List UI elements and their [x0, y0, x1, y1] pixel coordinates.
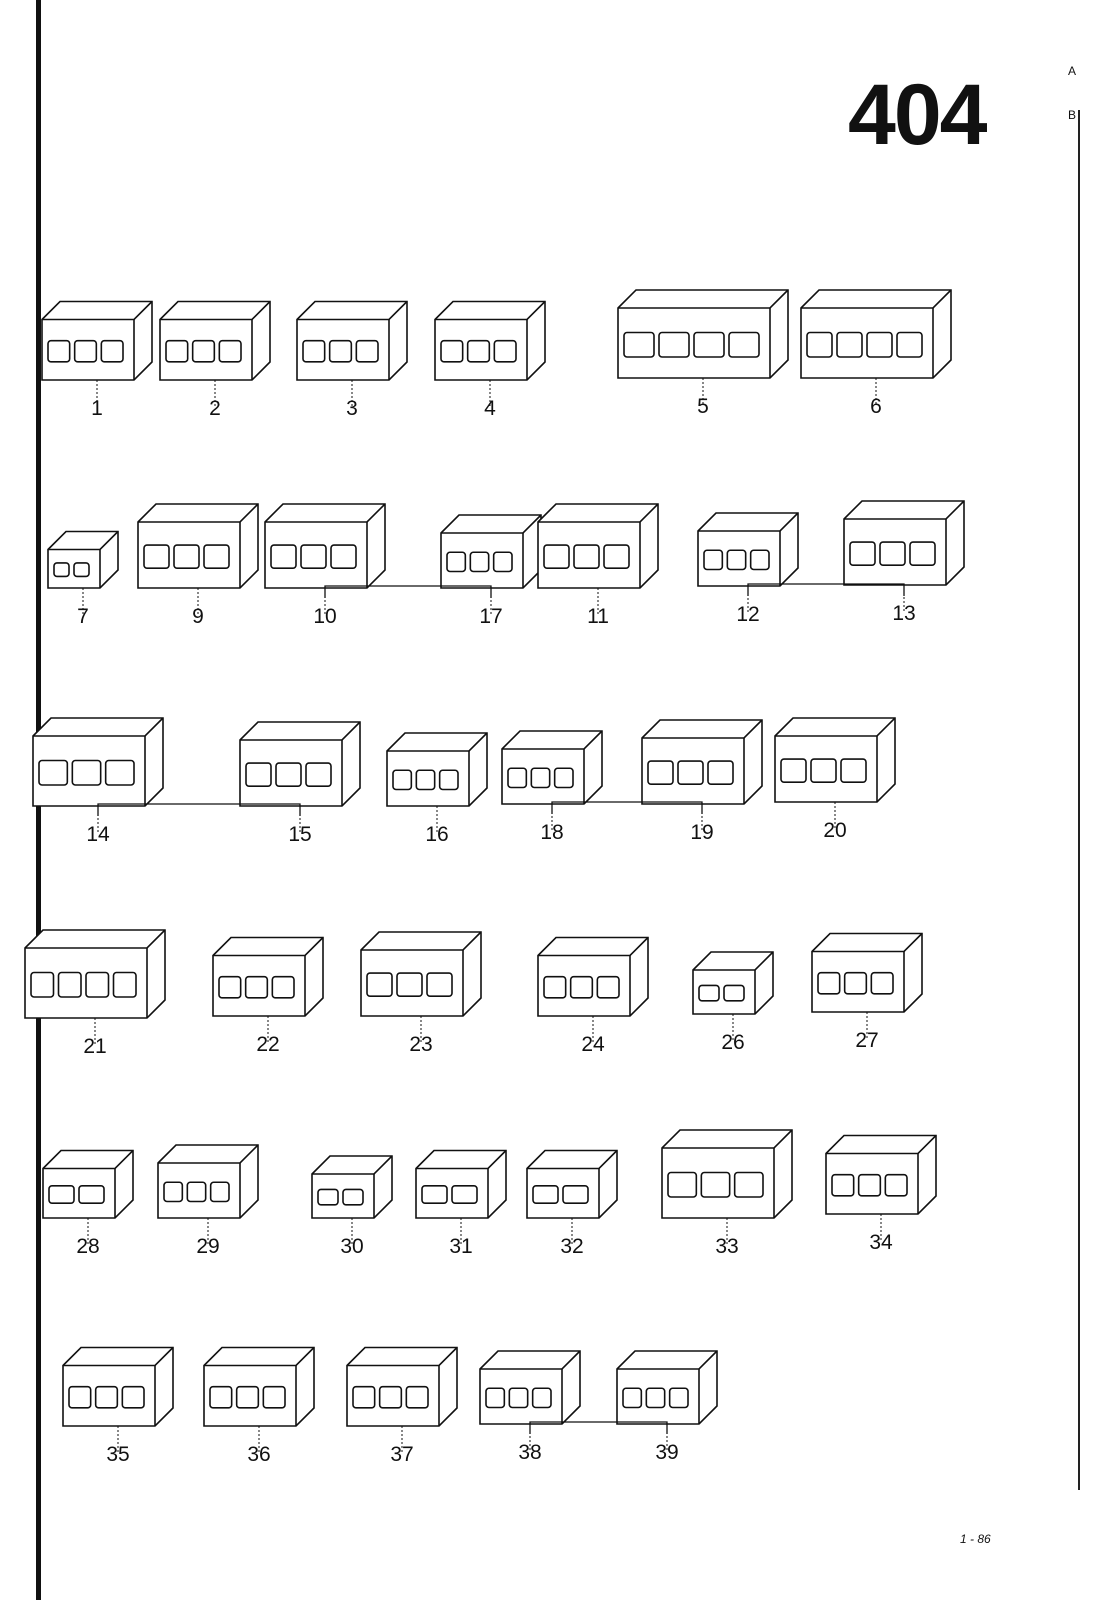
bracket-10-17 — [324, 585, 492, 598]
part-callout-1: 1 — [91, 397, 103, 420]
part-callout-2: 2 — [209, 397, 221, 420]
connector-17-drawing — [440, 514, 542, 589]
connector-27-drawing — [811, 932, 923, 1013]
connector-29-drawing — [157, 1144, 259, 1219]
part-callout-35: 35 — [106, 1443, 130, 1466]
connector-19-drawing — [641, 719, 763, 805]
part-callout-14: 14 — [86, 823, 110, 846]
connector-30-drawing — [311, 1155, 393, 1219]
connector-38-drawing — [479, 1350, 581, 1425]
connector-1-drawing — [41, 300, 153, 381]
connector-37-drawing — [346, 1346, 458, 1427]
bracket-14-15 — [97, 803, 301, 816]
connector-5-drawing — [617, 289, 789, 379]
connector-15-drawing — [239, 721, 361, 807]
connector-36-drawing — [203, 1346, 315, 1427]
part-callout-13: 13 — [892, 602, 916, 625]
part-callout-21: 21 — [83, 1035, 107, 1058]
part-callout-7: 7 — [77, 605, 89, 628]
connector-20-drawing — [774, 717, 896, 803]
connector-12-drawing — [697, 512, 799, 587]
part-callout-23: 23 — [409, 1033, 433, 1056]
connector-16-drawing — [386, 732, 488, 807]
part-callout-3: 3 — [346, 397, 358, 420]
connector-33-drawing — [661, 1129, 793, 1219]
part-callout-18: 18 — [540, 821, 564, 844]
part-callout-37: 37 — [390, 1443, 414, 1466]
part-callout-36: 36 — [247, 1443, 271, 1466]
part-callout-10: 10 — [313, 605, 337, 628]
connector-3-drawing — [296, 300, 408, 381]
connector-26-drawing — [692, 951, 774, 1015]
connector-28-drawing — [42, 1149, 134, 1219]
connector-9-drawing — [137, 503, 259, 589]
part-callout-30: 30 — [340, 1235, 364, 1258]
connector-6-drawing — [800, 289, 952, 379]
part-callout-22: 22 — [256, 1033, 280, 1056]
part-callout-31: 31 — [449, 1235, 473, 1258]
connector-31-drawing — [415, 1149, 507, 1219]
connector-13-drawing — [843, 500, 965, 586]
part-callout-19: 19 — [690, 821, 714, 844]
connector-11-drawing — [537, 503, 659, 589]
part-callout-29: 29 — [196, 1235, 220, 1258]
part-callout-6: 6 — [870, 395, 882, 418]
connector-7-drawing — [47, 530, 119, 589]
bracket-38-39 — [529, 1421, 668, 1434]
part-callout-26: 26 — [721, 1031, 745, 1054]
connector-4-drawing — [434, 300, 546, 381]
connector-14-drawing — [32, 717, 164, 807]
part-callout-28: 28 — [76, 1235, 100, 1258]
bracket-18-19 — [551, 801, 703, 814]
connector-2-drawing — [159, 300, 271, 381]
part-callout-34: 34 — [869, 1231, 893, 1254]
part-callout-4: 4 — [484, 397, 496, 420]
part-callout-5: 5 — [697, 395, 709, 418]
part-callout-32: 32 — [560, 1235, 584, 1258]
connector-18-drawing — [501, 730, 603, 805]
bracket-12-13 — [747, 583, 905, 596]
part-callout-12: 12 — [736, 603, 760, 626]
part-callout-9: 9 — [192, 605, 204, 628]
connector-24-drawing — [537, 936, 649, 1017]
part-callout-38: 38 — [518, 1441, 542, 1464]
part-callout-11: 11 — [587, 605, 609, 628]
page-number: 404 — [848, 67, 987, 163]
connector-35-drawing — [62, 1346, 174, 1427]
part-callout-33: 33 — [715, 1235, 739, 1258]
part-callout-24: 24 — [581, 1033, 605, 1056]
part-callout-16: 16 — [425, 823, 449, 846]
connector-10-drawing — [264, 503, 386, 589]
connector-39-drawing — [616, 1350, 718, 1425]
connector-23-drawing — [360, 931, 482, 1017]
part-callout-27: 27 — [855, 1029, 879, 1052]
part-callout-15: 15 — [288, 823, 312, 846]
part-callout-20: 20 — [823, 819, 847, 842]
part-callout-39: 39 — [655, 1441, 679, 1464]
connector-34-drawing — [825, 1134, 937, 1215]
footer-code: 1 - 86 — [960, 1532, 991, 1546]
margin-marker-a: A — [1068, 64, 1077, 78]
margin-rule — [1078, 110, 1080, 1490]
margin-marker-b: B — [1068, 108, 1077, 122]
connector-22-drawing — [212, 936, 324, 1017]
part-callout-17: 17 — [479, 605, 503, 628]
connector-32-drawing — [526, 1149, 618, 1219]
connector-21-drawing — [24, 929, 166, 1019]
